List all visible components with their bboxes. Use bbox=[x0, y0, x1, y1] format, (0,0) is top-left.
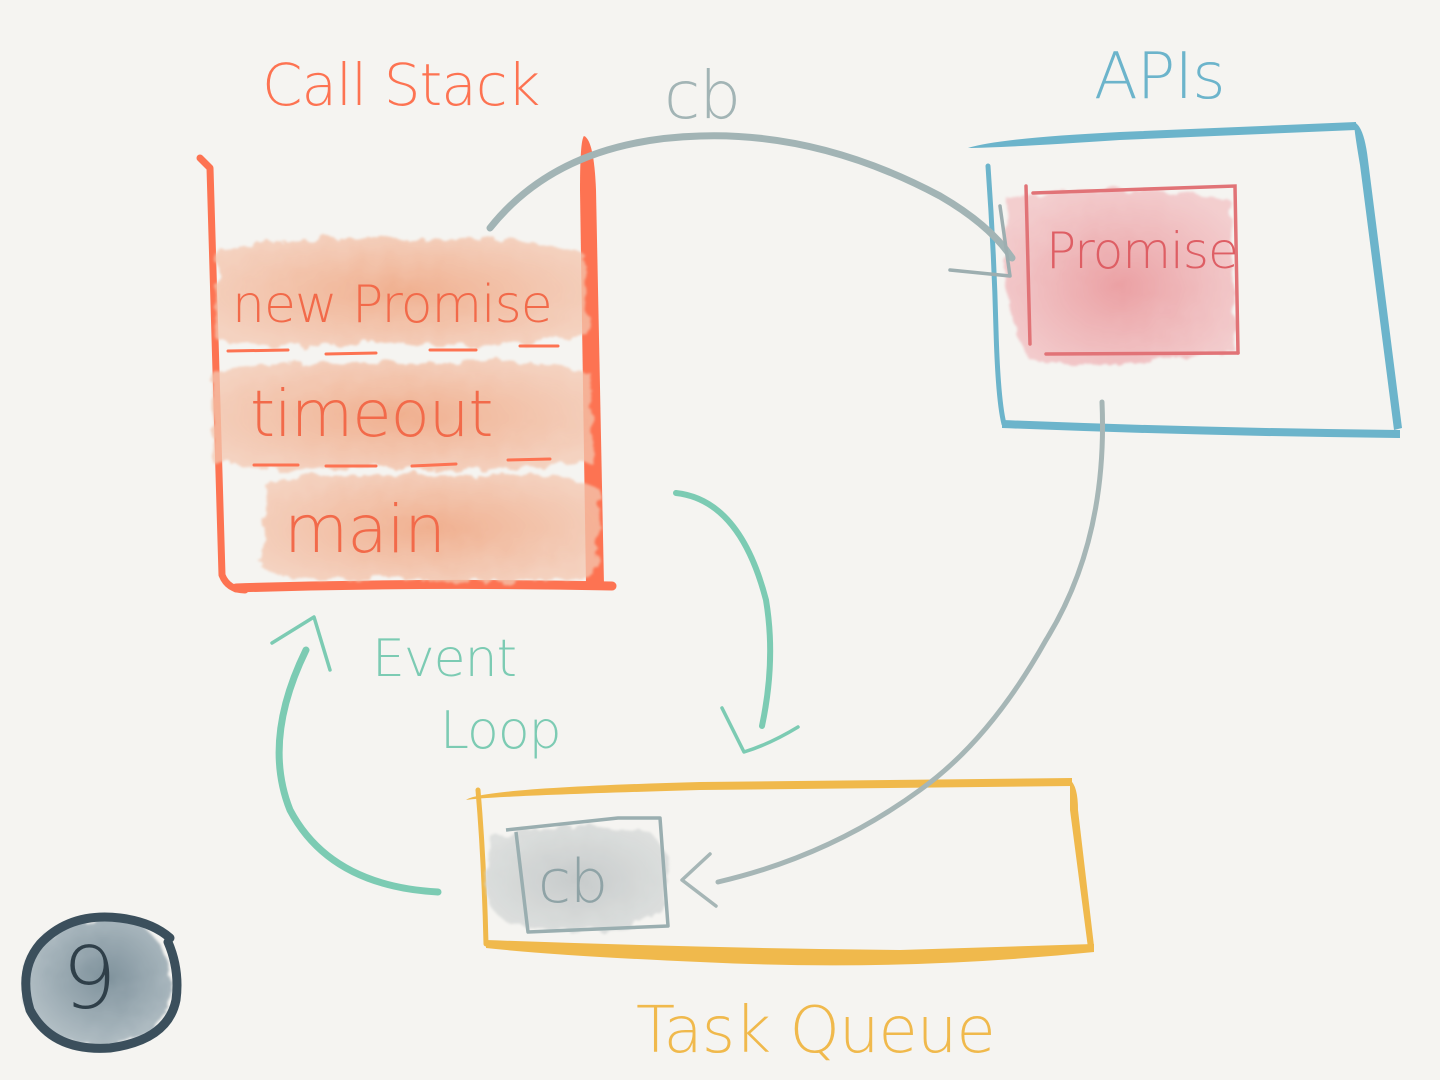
queue-cb-box bbox=[505, 816, 670, 934]
queue-cb-wash bbox=[486, 826, 668, 932]
apis: APIs Promise bbox=[968, 40, 1402, 438]
call-stack: Call Stack new Promise timeout main bbox=[196, 51, 617, 594]
task-queue-left-edge bbox=[475, 787, 489, 947]
step-badge-ring bbox=[21, 912, 182, 1053]
edge-label-cb: cb bbox=[664, 57, 740, 134]
apis-top-edge bbox=[968, 122, 1356, 148]
step-badge-wash bbox=[24, 917, 172, 1048]
event-loop-arrow-up bbox=[275, 646, 442, 896]
frame-label-main: main bbox=[284, 491, 445, 568]
event-loop-label-line2: Loop bbox=[440, 701, 561, 761]
edge-apis-to-queue bbox=[680, 399, 1105, 908]
task-queue-bottom-edge bbox=[486, 940, 1094, 966]
apis-left-edge bbox=[985, 163, 1007, 427]
frame-wash-new-promise bbox=[215, 237, 588, 347]
promise-box bbox=[1024, 184, 1240, 356]
step-number: 9 bbox=[62, 929, 116, 1029]
call-stack-right-wall bbox=[580, 136, 604, 585]
callback-return-curve bbox=[715, 399, 1105, 885]
queue-cb-label: cb bbox=[538, 847, 607, 917]
callback-return-arrowhead bbox=[680, 852, 718, 908]
event-loop-arrow-down bbox=[673, 490, 774, 729]
event-loop: Event Loop bbox=[270, 490, 800, 896]
promise-wash bbox=[1005, 189, 1236, 365]
task-queue-title: Task Queue bbox=[636, 994, 995, 1068]
apis-bottom-edge bbox=[1002, 420, 1400, 438]
frame-separator bbox=[226, 344, 560, 356]
apis-title: APIs bbox=[1094, 40, 1225, 114]
frame-label-timeout: timeout bbox=[250, 378, 492, 452]
frame-separator bbox=[252, 457, 552, 468]
callback-arrow-curve bbox=[486, 132, 1016, 262]
call-stack-bottom bbox=[231, 579, 617, 593]
frame-label-new-promise: new Promise bbox=[232, 275, 552, 335]
event-loop-arrow-down-head bbox=[720, 706, 800, 754]
promise-label: Promise bbox=[1046, 222, 1238, 280]
frame-wash-timeout bbox=[212, 361, 592, 471]
task-queue-top-edge bbox=[466, 778, 1072, 800]
apis-right-edge bbox=[1354, 122, 1402, 430]
step-badge: 9 bbox=[21, 912, 182, 1053]
event-loop-arrow-up-head bbox=[270, 615, 332, 672]
task-queue-right-edge bbox=[1070, 780, 1094, 948]
task-queue: cb Task Queue bbox=[466, 778, 1094, 1068]
frame-wash-main bbox=[262, 473, 600, 583]
callback-arrowhead bbox=[948, 204, 1012, 278]
edge-stack-to-apis: cb bbox=[486, 57, 1016, 278]
event-loop-label-line1: Event bbox=[372, 629, 516, 689]
call-stack-title: Call Stack bbox=[262, 51, 539, 119]
